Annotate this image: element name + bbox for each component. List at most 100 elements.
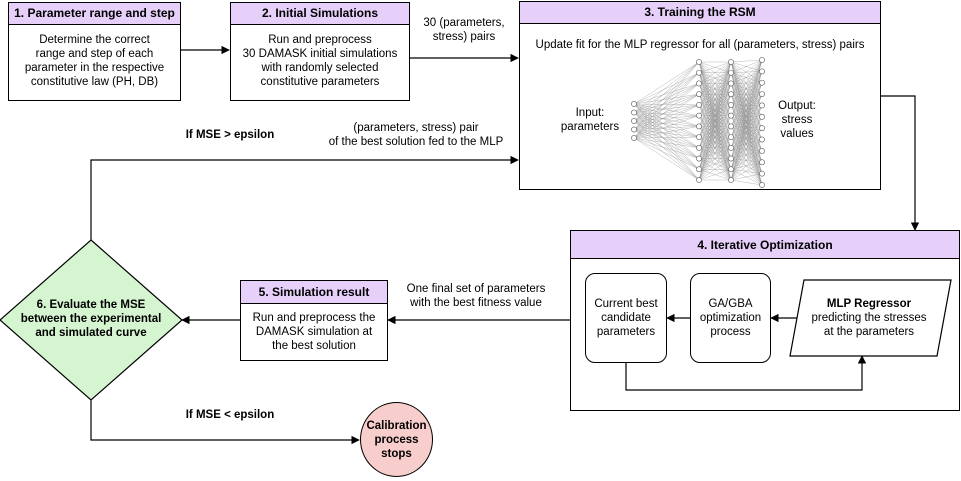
nn-edge <box>730 83 763 129</box>
step2-title: 2. Initial Simulations <box>231 3 409 25</box>
nn-edge <box>698 61 732 95</box>
nn-edge <box>730 115 763 152</box>
nn-node <box>759 57 765 63</box>
nn-edge <box>730 147 763 174</box>
nn-edge <box>730 150 763 181</box>
nn-node <box>728 102 734 108</box>
nn-edge <box>730 59 763 127</box>
mlp-regressor-text: MLP Regressor predicting the stresses at… <box>796 297 942 339</box>
nn-edge <box>730 83 763 163</box>
nn-edge <box>730 82 763 181</box>
step4-title: 4. Iterative Optimization <box>571 231 959 259</box>
nn-node <box>759 170 765 177</box>
nn-edge <box>730 59 763 95</box>
nn-edge <box>730 150 763 170</box>
nn-edge <box>730 59 763 170</box>
nn-edge <box>730 83 763 117</box>
nn-node <box>631 101 637 107</box>
nn-edge <box>633 136 700 139</box>
nn-edge <box>633 137 700 181</box>
nn-edge <box>633 61 700 139</box>
nn-node <box>759 91 765 97</box>
ga-gba-line: process <box>710 326 751 338</box>
best-pair-label: (parameters, stress) pair of the best so… <box>316 121 516 149</box>
nn-edge <box>730 128 763 148</box>
nn-edge <box>730 126 763 186</box>
step2-line: Run and preprocess <box>268 34 372 46</box>
pairs30-line: stress) pairs <box>432 31 496 43</box>
nn-edge <box>730 136 763 163</box>
step2-line: 30 DAMASK initial simulations <box>242 48 398 60</box>
nn-edge <box>730 94 763 140</box>
nn-node <box>728 123 734 130</box>
nn-edge <box>730 82 763 116</box>
nn-edge <box>730 162 763 181</box>
nn-node <box>728 80 734 87</box>
nn-edge <box>730 72 763 151</box>
mse-lt-label: If MSE < epsilon <box>185 409 275 421</box>
nn-node <box>728 134 734 140</box>
best-pair-line: (parameters, stress) pair <box>353 122 479 134</box>
nn-edge <box>730 150 763 159</box>
nn-edge <box>730 136 763 152</box>
nn-edge <box>730 116 763 138</box>
current-best-line: candidate <box>601 312 651 324</box>
nn-edge <box>730 126 763 163</box>
nn-edge <box>633 72 700 113</box>
nn-edge <box>730 126 763 174</box>
nn-edge <box>730 61 763 83</box>
nn-edge <box>730 61 763 140</box>
nn-edge <box>730 128 763 138</box>
nn-node <box>696 91 702 98</box>
nn-edge <box>730 104 763 186</box>
nn-edge <box>730 71 763 73</box>
nn-edge <box>730 72 763 129</box>
step1-box: 1. Parameter range and step Determine th… <box>8 2 181 101</box>
nn-edge <box>730 72 763 117</box>
step5-title: 5. Simulation result <box>241 281 387 304</box>
nn-edge <box>633 61 700 122</box>
nn-edge <box>698 61 732 73</box>
pairs30-label: 30 (parameters, stress) pairs <box>414 16 514 44</box>
nn-input-line: parameters <box>560 121 620 133</box>
nn-edge <box>730 126 763 129</box>
nn-edge <box>730 59 763 63</box>
nn-edge <box>730 93 763 127</box>
step1-line: Determine the correct <box>39 34 150 46</box>
nn-edge <box>730 72 763 95</box>
nn-edge <box>730 59 763 159</box>
nn-edge <box>730 115 763 186</box>
step2-box: 2. Initial Simulations Run and preproces… <box>230 2 410 101</box>
nn-node <box>728 112 734 119</box>
arrow-best-to-mlp <box>625 355 867 391</box>
mlp-regressor-line: at the parameters <box>823 326 915 338</box>
step5-box: 5. Simulation result Run and preprocess … <box>240 280 388 361</box>
nn-node <box>728 91 734 98</box>
step5-line: DAMASK simulation at <box>255 326 373 338</box>
step2-line: constitutive parameters <box>260 76 380 88</box>
nn-edge <box>633 83 700 113</box>
nn-node <box>728 177 734 183</box>
nn-edge <box>730 59 763 105</box>
terminal-line: process <box>374 433 419 446</box>
nn-edge <box>730 105 763 138</box>
step3-box: 3. Training the RSM <box>519 1 881 190</box>
nn-edge <box>730 139 763 159</box>
nn-node <box>631 109 637 116</box>
nn-edge <box>698 61 732 181</box>
nn-edge <box>730 71 763 84</box>
nn-edge <box>633 126 700 139</box>
nn-edge <box>730 104 763 117</box>
nn-edge <box>698 126 732 181</box>
nn-edge <box>730 93 763 116</box>
nn-edge <box>698 61 732 170</box>
nn-edge <box>730 83 763 151</box>
arrow-s6-to-s3 <box>90 155 519 240</box>
nn-edge <box>730 83 763 106</box>
nn-node <box>631 118 637 124</box>
nn-edge <box>730 104 763 174</box>
step2-line: with randomly selected <box>261 62 379 74</box>
nn-edge <box>698 61 732 138</box>
nn-edge <box>633 61 700 113</box>
nn-edge <box>633 61 700 130</box>
